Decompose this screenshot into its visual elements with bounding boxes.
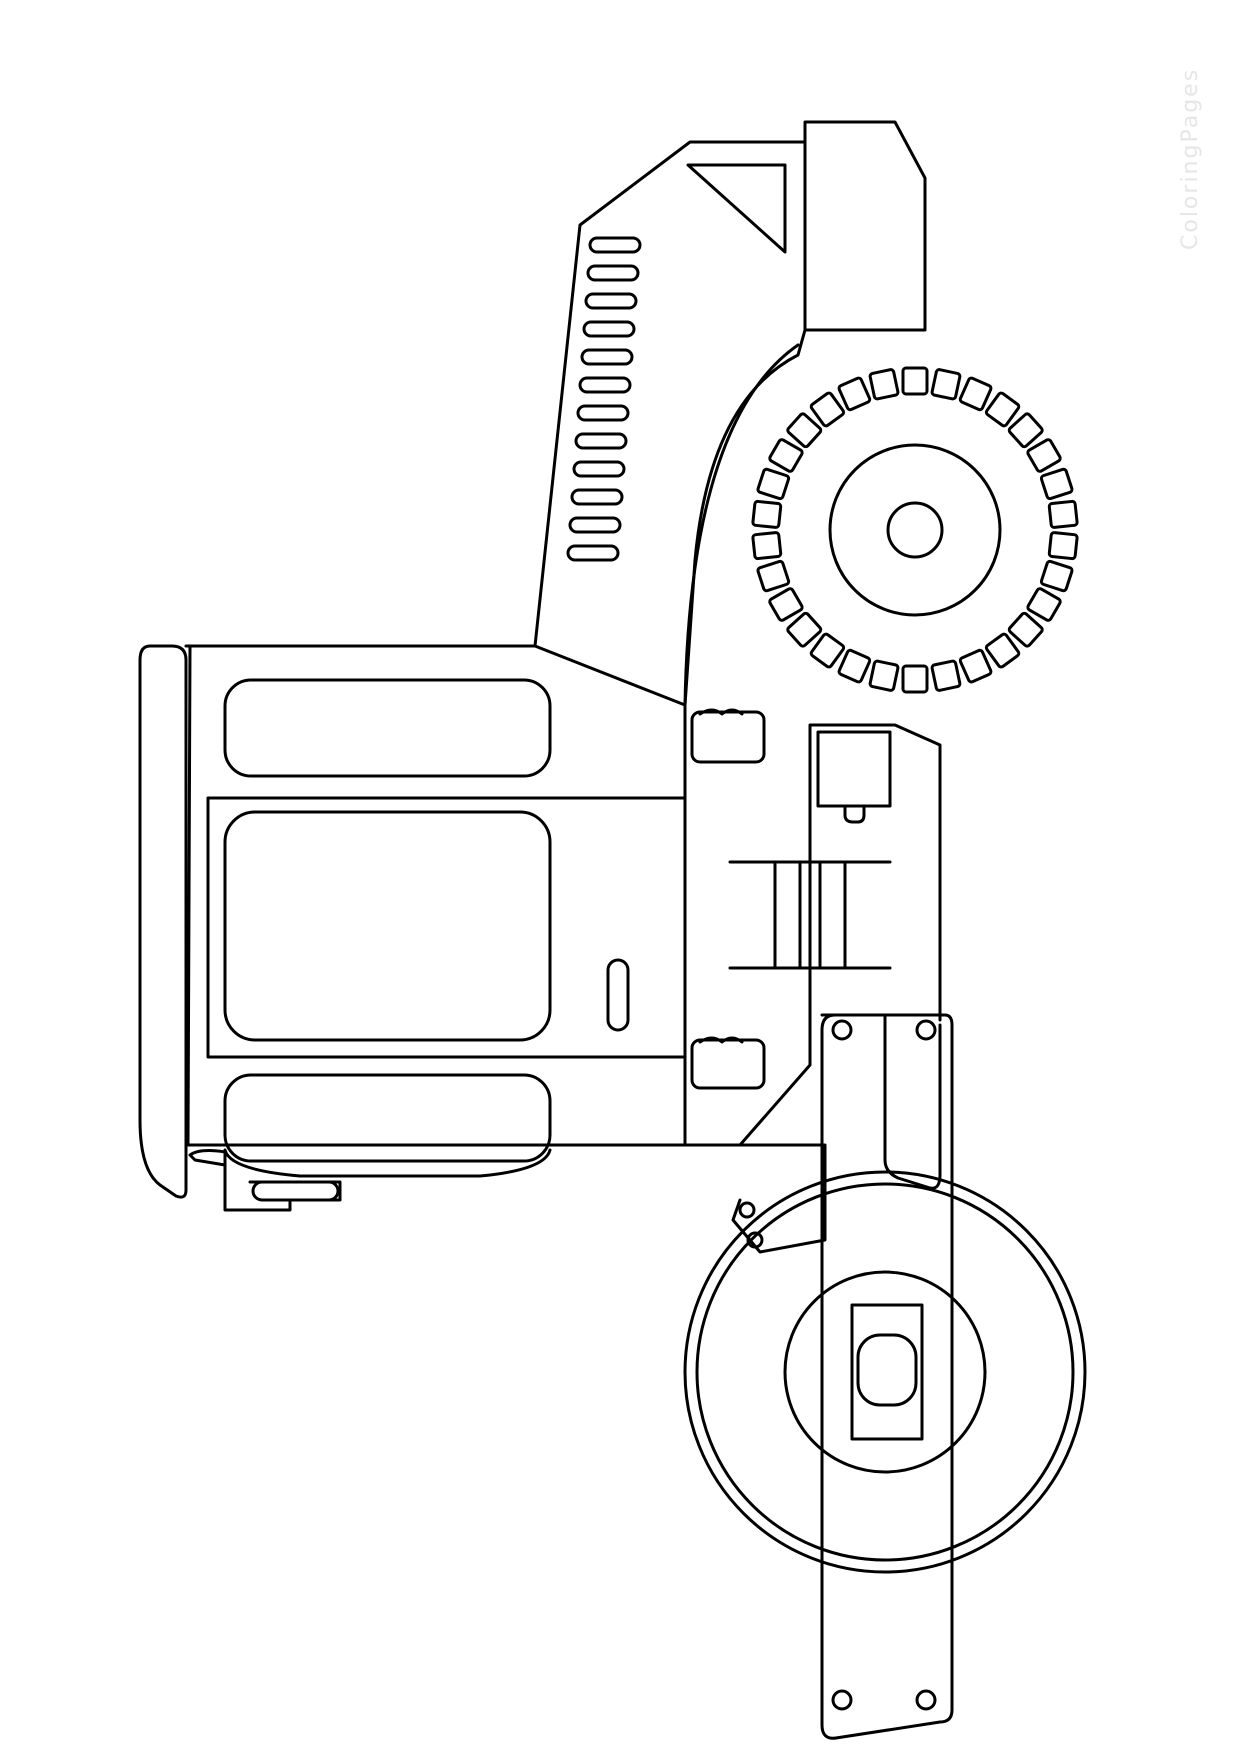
exhaust-block — [803, 120, 927, 332]
ladder — [728, 860, 892, 970]
drum-outer — [683, 1170, 1087, 1574]
triangle-window — [686, 163, 787, 254]
body-middle-frame — [206, 796, 687, 1059]
watermark-text: ColoringPages — [1178, 68, 1203, 250]
axle-bearing — [850, 1303, 924, 1441]
tire-tread-block — [868, 659, 900, 692]
rear-wheel-axle — [886, 501, 944, 559]
tire-tread-block — [786, 412, 823, 449]
tire-tread-block — [809, 632, 846, 669]
front-chassis — [683, 703, 942, 1147]
tire-tread-block — [809, 391, 846, 428]
tire-tread-block — [901, 664, 929, 694]
rear-panel — [138, 644, 188, 1199]
axle-bearing-core — [856, 1333, 918, 1407]
tire-tread-block — [786, 611, 823, 648]
fender-curve — [683, 343, 800, 707]
engine-vents — [566, 236, 642, 562]
tire-tread-block — [756, 559, 791, 593]
rear-tire — [751, 366, 1079, 694]
yoke-bolt-tl — [831, 1019, 853, 1041]
tire-tread-block — [930, 368, 962, 401]
control-knob — [843, 804, 866, 824]
tire-tread-block — [1026, 438, 1062, 473]
tire-tread-block — [1047, 499, 1079, 529]
entry-step — [223, 1158, 342, 1212]
link-pin-1 — [738, 1201, 756, 1219]
tire-tread-block — [1007, 611, 1044, 648]
yoke-bolt-bl — [831, 1689, 853, 1711]
control-box — [816, 730, 892, 808]
body-outline — [186, 644, 687, 1147]
drum-hub — [783, 1270, 987, 1474]
tire-tread-block — [751, 531, 783, 561]
drum-arm-link — [731, 1143, 827, 1254]
drum-yoke — [820, 1013, 954, 1740]
step-bar — [251, 1180, 340, 1202]
tire-tread-block — [930, 659, 962, 692]
lower-lamp — [690, 1038, 766, 1090]
tire-tread-block — [868, 368, 900, 401]
tire-tread-block — [768, 587, 804, 622]
rear-hinge — [188, 1149, 227, 1167]
tire-tread-block — [837, 648, 872, 684]
tire-tread-block — [984, 632, 1021, 669]
yoke-inner-strap — [883, 1013, 942, 1190]
rear-wheel-hub — [828, 443, 1002, 617]
tire-tread-block — [1039, 559, 1074, 593]
drum-inner-rim — [695, 1182, 1075, 1562]
yoke-bolt-tr — [915, 1019, 937, 1041]
tire-treads — [751, 366, 1079, 694]
main-window — [223, 810, 552, 1042]
tire-tread-block — [958, 376, 993, 412]
yoke-bolt-br — [915, 1689, 937, 1711]
engine-hood — [533, 140, 807, 707]
upper-lamp — [690, 710, 766, 764]
link-pin-2 — [746, 1231, 764, 1249]
tire-tread-block — [1007, 412, 1044, 449]
tire-tread-block — [901, 366, 929, 396]
upper-window — [223, 678, 552, 778]
tire-tread-block — [984, 391, 1021, 428]
tire-tread-block — [768, 438, 804, 473]
upper-lamp-top — [698, 708, 744, 716]
tire-tread-block — [837, 376, 872, 412]
tire-tread-block — [751, 499, 783, 529]
tire-tread-block — [756, 467, 791, 501]
lower-window — [223, 1073, 552, 1163]
door-handle — [606, 958, 630, 1032]
lower-lamp-top — [698, 1036, 744, 1044]
tire-tread-block — [1047, 531, 1079, 561]
tire-tread-block — [1039, 467, 1074, 501]
watermark: ColoringPages — [1178, 68, 1203, 250]
lower-skirt — [223, 1148, 552, 1178]
tire-tread-block — [1026, 587, 1062, 622]
tire-tread-block — [958, 648, 993, 684]
